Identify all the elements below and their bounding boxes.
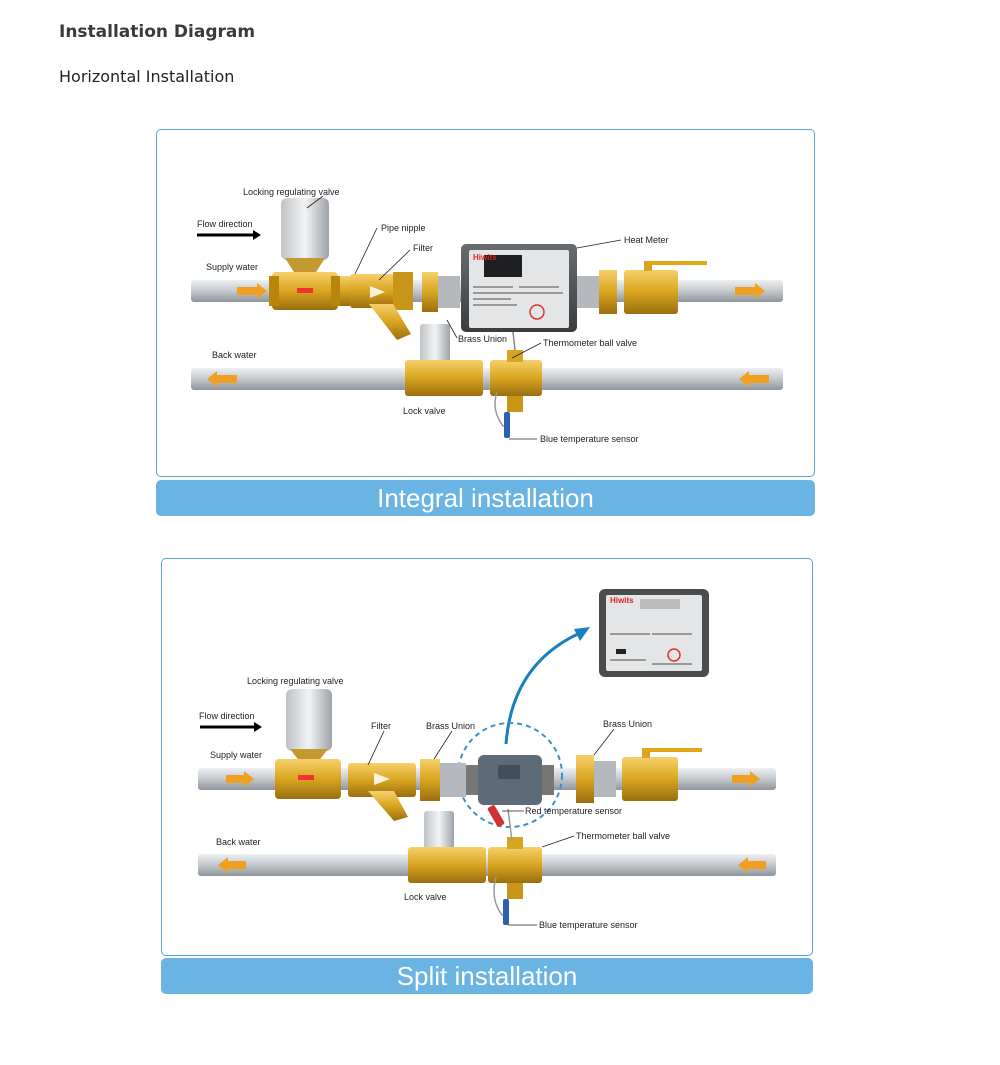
supply-ball-valve <box>622 748 702 801</box>
flow-arrow-icon <box>237 283 267 299</box>
label-supply-water: Supply water <box>210 750 262 760</box>
locking-regulating-valve <box>275 689 341 799</box>
label-pipe-nipple: Pipe nipple <box>381 223 426 233</box>
lock-valve <box>408 811 486 883</box>
label-filter: Filter <box>413 243 433 253</box>
remote-meter-display: Hiwits <box>599 589 709 677</box>
label-thermometer-ball-valve: Thermometer ball valve <box>543 338 637 348</box>
page-heading: Installation Diagram <box>59 22 256 42</box>
integral-installation-banner: Integral installation <box>156 480 815 516</box>
locking-regulating-valve <box>269 198 341 310</box>
brass-union-right <box>576 755 616 803</box>
flow-arrow-icon <box>226 771 254 787</box>
label-heat-meter: Heat Meter <box>624 235 669 245</box>
label-lock-valve: Lock valve <box>403 406 446 416</box>
return-arrow-icon <box>739 371 769 387</box>
label-back-water: Back water <box>212 350 257 360</box>
flow-direction-arrow-icon <box>254 722 262 732</box>
blue-temperature-sensor <box>503 899 509 925</box>
label-thermometer-ball-valve: Thermometer ball valve <box>576 831 670 841</box>
brass-union-right <box>577 270 617 314</box>
brass-union-left <box>422 272 460 312</box>
flow-arrow-icon <box>732 771 760 787</box>
pipe-nipple <box>340 276 350 306</box>
heat-meter: Hiwits <box>461 244 577 332</box>
label-blue-temperature-sensor: Blue temperature sensor <box>540 434 639 444</box>
thermometer-ball-valve <box>490 350 542 412</box>
label-brass-union-right: Brass Union <box>603 719 652 729</box>
split-diagram-panel: Hiwits <box>161 558 813 956</box>
label-flow-direction: Flow direction <box>199 711 255 721</box>
return-arrow-icon <box>207 371 237 387</box>
supply-ball-valve <box>624 261 707 314</box>
label-blue-temperature-sensor: Blue temperature sensor <box>539 920 638 930</box>
filter <box>348 763 416 821</box>
flow-sensor-body <box>466 755 554 805</box>
svg-text:Hiwits: Hiwits <box>473 253 497 262</box>
label-locking-regulating-valve: Locking regulating valve <box>247 676 344 686</box>
integral-diagram-panel: Hiwits Locki <box>156 129 815 477</box>
flow-arrow-icon <box>735 283 765 299</box>
label-flow-direction: Flow direction <box>197 219 253 229</box>
back-pipe <box>198 854 776 876</box>
label-brass-union: Brass Union <box>458 334 507 344</box>
label-locking-regulating-valve: Locking regulating valve <box>243 187 340 197</box>
flow-direction-arrow-icon <box>253 230 261 240</box>
return-arrow-icon <box>738 857 766 873</box>
lock-valve <box>405 324 483 396</box>
filter <box>350 272 413 340</box>
blue-temperature-sensor <box>504 412 510 438</box>
label-lock-valve: Lock valve <box>404 892 447 902</box>
label-red-temperature-sensor: Red temperature sensor <box>525 806 622 816</box>
return-arrow-icon <box>218 857 246 873</box>
back-pipe <box>191 368 783 390</box>
label-back-water: Back water <box>216 837 261 847</box>
label-supply-water: Supply water <box>206 262 258 272</box>
label-filter: Filter <box>371 721 391 731</box>
thermometer-ball-valve <box>488 837 542 899</box>
split-installation-banner: Split installation <box>161 958 813 994</box>
red-temperature-sensor <box>487 805 505 827</box>
brass-union-left <box>420 759 466 801</box>
page-subheading: Horizontal Installation <box>59 67 235 86</box>
detach-arrow-icon <box>574 627 590 641</box>
label-brass-union-left: Brass Union <box>426 721 475 731</box>
svg-text:Hiwits: Hiwits <box>610 596 634 605</box>
